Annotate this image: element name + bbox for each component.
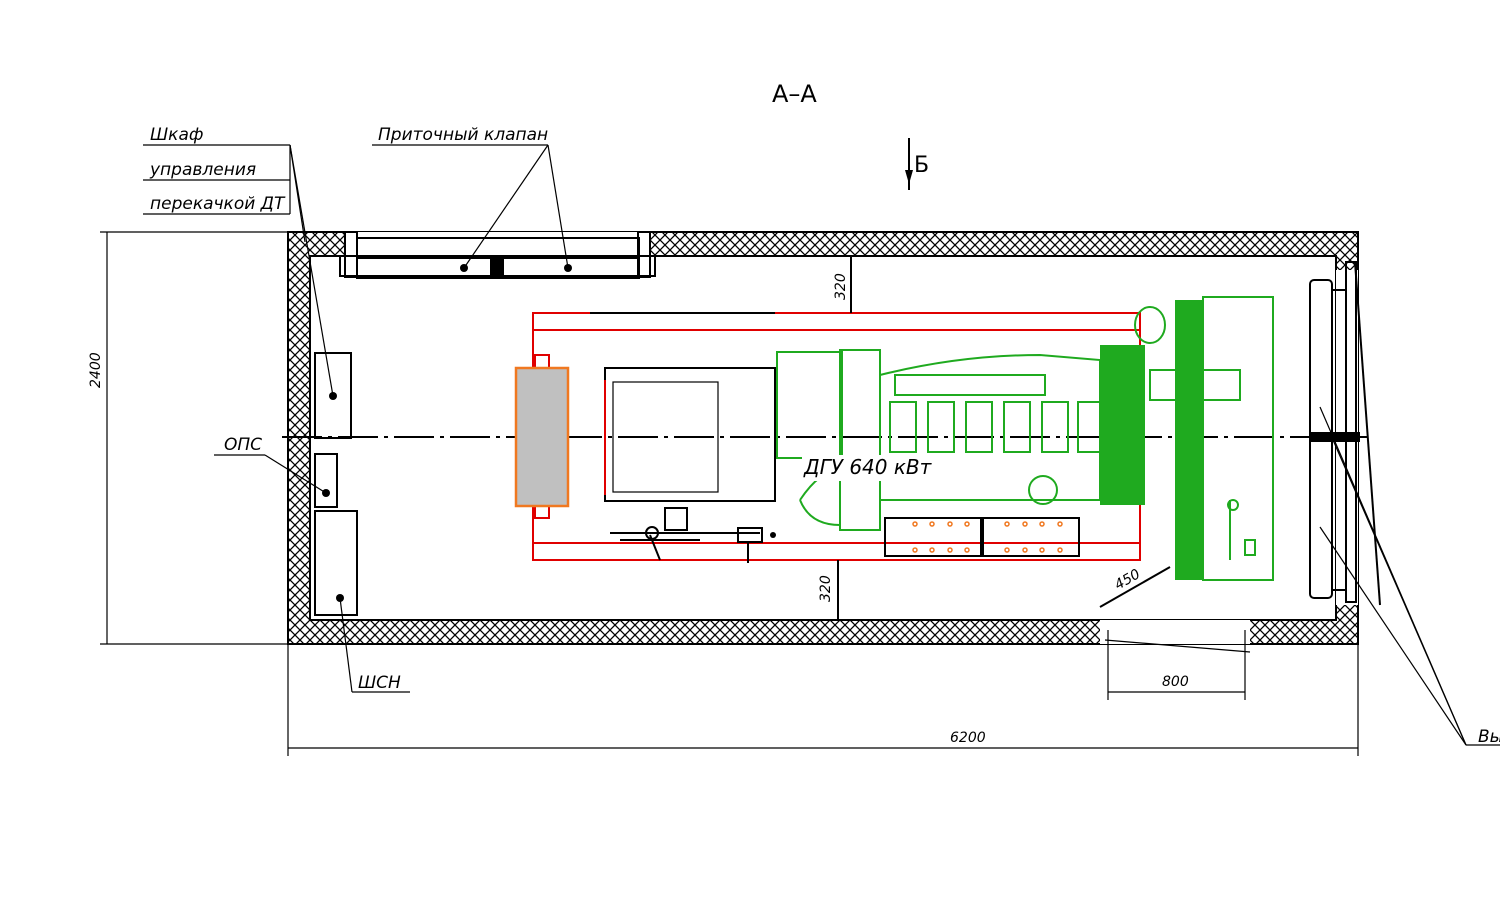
dimension-length-label: 6200 (950, 730, 986, 746)
alternator (604, 367, 776, 502)
genset-label: ДГУ 640 кВт (803, 455, 933, 479)
dimension-clearance: 450 (1099, 566, 1171, 608)
dimension-door-label: 800 (1162, 674, 1189, 690)
dimension-length: 6200 (287, 644, 1359, 756)
intake-valve (339, 231, 656, 279)
section-marker-label: Б (914, 153, 929, 178)
intake-valve-label: Приточный клапан (378, 125, 548, 145)
dimension-clearance-label: 450 (1112, 566, 1143, 593)
intake-valve-callout: Приточный клапан (372, 125, 572, 272)
section-arrow-b: Б (905, 138, 929, 190)
cabinet-callout: Шкаф управления перекачкой ДТ (143, 125, 334, 397)
shsn-callout: ШСН (339, 597, 410, 693)
exhaust-callout: Вы (1319, 406, 1500, 747)
genset-engine (776, 296, 1274, 581)
battery-boxes (884, 517, 1080, 557)
dimension-gap-top: 320 (833, 256, 852, 313)
dimension-gap-bottom: 320 (818, 560, 839, 620)
dimension-height: 2400 (88, 231, 288, 645)
dimension-gap-top-label: 320 (833, 273, 849, 300)
ops-callout: ОПС (214, 435, 327, 494)
exhaust-label: Вы (1478, 727, 1500, 747)
fuel-pump (610, 507, 776, 563)
section-title: А–А (772, 80, 817, 108)
cabinet-label-line2: управления (149, 160, 256, 180)
left-cabinets (314, 352, 358, 616)
fuel-tank (514, 366, 570, 508)
shsn-label: ШСН (358, 673, 401, 693)
dimension-gap-bottom-label: 320 (818, 575, 834, 602)
ops-label: ОПС (224, 435, 262, 455)
dimension-height-label: 2400 (88, 352, 104, 388)
cabinet-label-line1: Шкаф (150, 125, 203, 145)
cabinet-label-line3: перекачкой ДТ (150, 194, 286, 214)
genset-label-bg (802, 455, 920, 481)
dimension-door: 800 (1104, 630, 1251, 700)
exhaust-louvre (1309, 261, 1381, 606)
